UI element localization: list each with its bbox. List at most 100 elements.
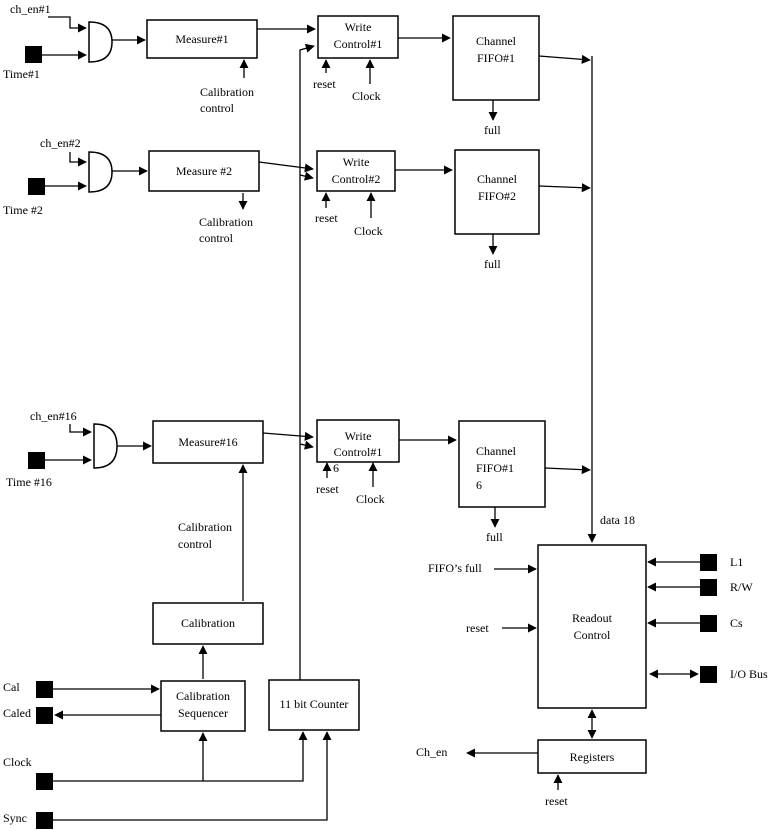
counter-label: 11 bit Counter: [280, 697, 349, 711]
time-1-label: Time#1: [3, 67, 40, 81]
measure-16-out-wire: [262, 431, 314, 441]
measure-1-block: [146, 19, 258, 59]
measure-2-label: Measure #2: [176, 164, 232, 178]
fifo-1-line1: Channel: [476, 34, 517, 48]
write-control-1-block: [317, 15, 399, 59]
caled-label: Caled: [3, 706, 31, 720]
reset-ro-label: reset: [466, 621, 489, 635]
measure-1-label: Measure#1: [175, 32, 228, 46]
channel-1: ch_en#1 Time#1 Measure#1 Calibration con…: [3, 2, 591, 137]
channel-fifo-2-block: [454, 149, 540, 235]
ch-en-1-wire: [48, 16, 87, 33]
l1-label: L1: [730, 555, 743, 569]
counter-to-write16-wire: [299, 440, 314, 450]
caled-pad: [36, 707, 53, 724]
clock-w16-label: Clock: [356, 492, 385, 506]
ch-en-2-wire: [69, 152, 87, 167]
fifo-2-out-wire: [538, 183, 591, 193]
write-control-1-line1: Write: [345, 20, 372, 34]
clock-label: Clock: [3, 755, 32, 769]
ch-en-out-label: Ch_en: [416, 745, 447, 759]
write-control-1-line2: Control#1: [334, 37, 383, 51]
measure-16-block: [152, 420, 264, 464]
time-16-label: Time #16: [6, 475, 52, 489]
cs-label: Cs: [730, 616, 743, 630]
readout-line1: Readout: [572, 611, 613, 625]
cal-label: Cal: [3, 680, 20, 694]
cs-pad: [700, 615, 717, 632]
registers-block: [537, 739, 647, 774]
l1-pad: [700, 554, 717, 571]
calseq-line2: Sequencer: [178, 706, 228, 720]
write-control-2-line2: Control#2: [332, 172, 381, 186]
counter-to-write2-wire: [299, 171, 314, 181]
calctl-16-line2: control: [178, 537, 213, 551]
fifo-16-out-wire: [544, 465, 591, 475]
calctl-1-line1: Calibration: [200, 85, 254, 99]
fifo-1-out-wire: [538, 54, 591, 64]
counter-block: [268, 679, 360, 731]
reset-reg-label: reset: [545, 794, 568, 808]
ch-en-2-label: ch_en#2: [40, 136, 81, 150]
clock-w2-label: Clock: [354, 224, 383, 238]
cal-pad: [36, 681, 53, 698]
clock-main-wire: [53, 731, 308, 782]
fifo-2-line1: Channel: [477, 172, 518, 186]
reset-w2-label: reset: [315, 211, 338, 225]
calctl-2-line1: Calibration: [199, 215, 253, 229]
write-control-16-line2: Control#1: [334, 445, 383, 459]
data18-label: data 18: [600, 513, 635, 527]
full-16-label: full: [486, 530, 503, 544]
iobus-label: I/O Bus: [730, 667, 768, 681]
measure-2-block: [148, 150, 260, 192]
calibration-block: [152, 602, 264, 645]
readout-line2: Control: [574, 628, 611, 642]
calibration-label: Calibration: [181, 616, 235, 630]
time-16-pad: [28, 452, 45, 469]
fifo-16-line3: 6: [476, 478, 482, 492]
iobus-pad: [700, 666, 717, 683]
calseq-line1: Calibration: [176, 689, 230, 703]
write-control-2-block: [316, 150, 396, 192]
write-control-16-line1: Write: [345, 429, 372, 443]
write-control-2-line1: Write: [343, 155, 370, 169]
calctl-16-line1: Calibration: [178, 520, 232, 534]
sync-label: Sync: [3, 811, 27, 825]
time-1-pad: [25, 46, 42, 63]
and-gate-2: [88, 151, 113, 193]
fifos-full-label: FIFO’s full: [428, 561, 482, 575]
ch-en-1-label: ch_en#1: [10, 2, 51, 16]
channel-2: ch_en#2 Time #2 Measure #2 Calibration c…: [3, 136, 591, 271]
measure-2-out-wire: [258, 161, 314, 173]
registers-label: Registers: [570, 750, 615, 764]
rw-pad: [700, 579, 717, 596]
reset-w1-label: reset: [313, 77, 336, 91]
calctl-1-line2: control: [200, 101, 235, 115]
fifo-2-line2: FIFO#2: [478, 189, 516, 203]
time-2-pad: [28, 178, 45, 195]
readout-control-block: [537, 544, 647, 709]
write-control-16-line3: 6: [333, 461, 339, 475]
full-1-label: full: [484, 123, 501, 137]
measure-16-label: Measure#16: [178, 435, 237, 449]
full-2-label: full: [484, 257, 501, 271]
fifo-1-line2: FIFO#1: [477, 51, 515, 65]
fifo-16-line2: FIFO#1: [476, 461, 514, 475]
fifo-16-line1: Channel: [476, 444, 517, 458]
channel-16: ch_en#16 Time #16 Measure#16 Write Contr…: [6, 409, 591, 544]
ch-en-16-wire: [69, 424, 92, 437]
channel-fifo-1-block: [452, 15, 540, 101]
calibration-sequencer-block: [160, 680, 246, 732]
channel-fifo-16-block: [458, 420, 546, 508]
write-control-16-block: [316, 419, 400, 463]
time-2-label: Time #2: [3, 203, 43, 217]
ch-en-16-label: ch_en#16: [30, 409, 77, 423]
sync-wire: [53, 731, 332, 821]
and-gate-16: [93, 423, 118, 469]
clock-pad: [36, 773, 53, 790]
calibration-chain: Calibration control Calibration Calibrat…: [3, 464, 360, 829]
calctl-2-line2: control: [199, 231, 234, 245]
and-gate-1: [88, 21, 113, 63]
clock-w1-label: Clock: [352, 89, 381, 103]
readout-section: Readout Control FIFO’s full reset L1 R/W…: [416, 544, 768, 808]
